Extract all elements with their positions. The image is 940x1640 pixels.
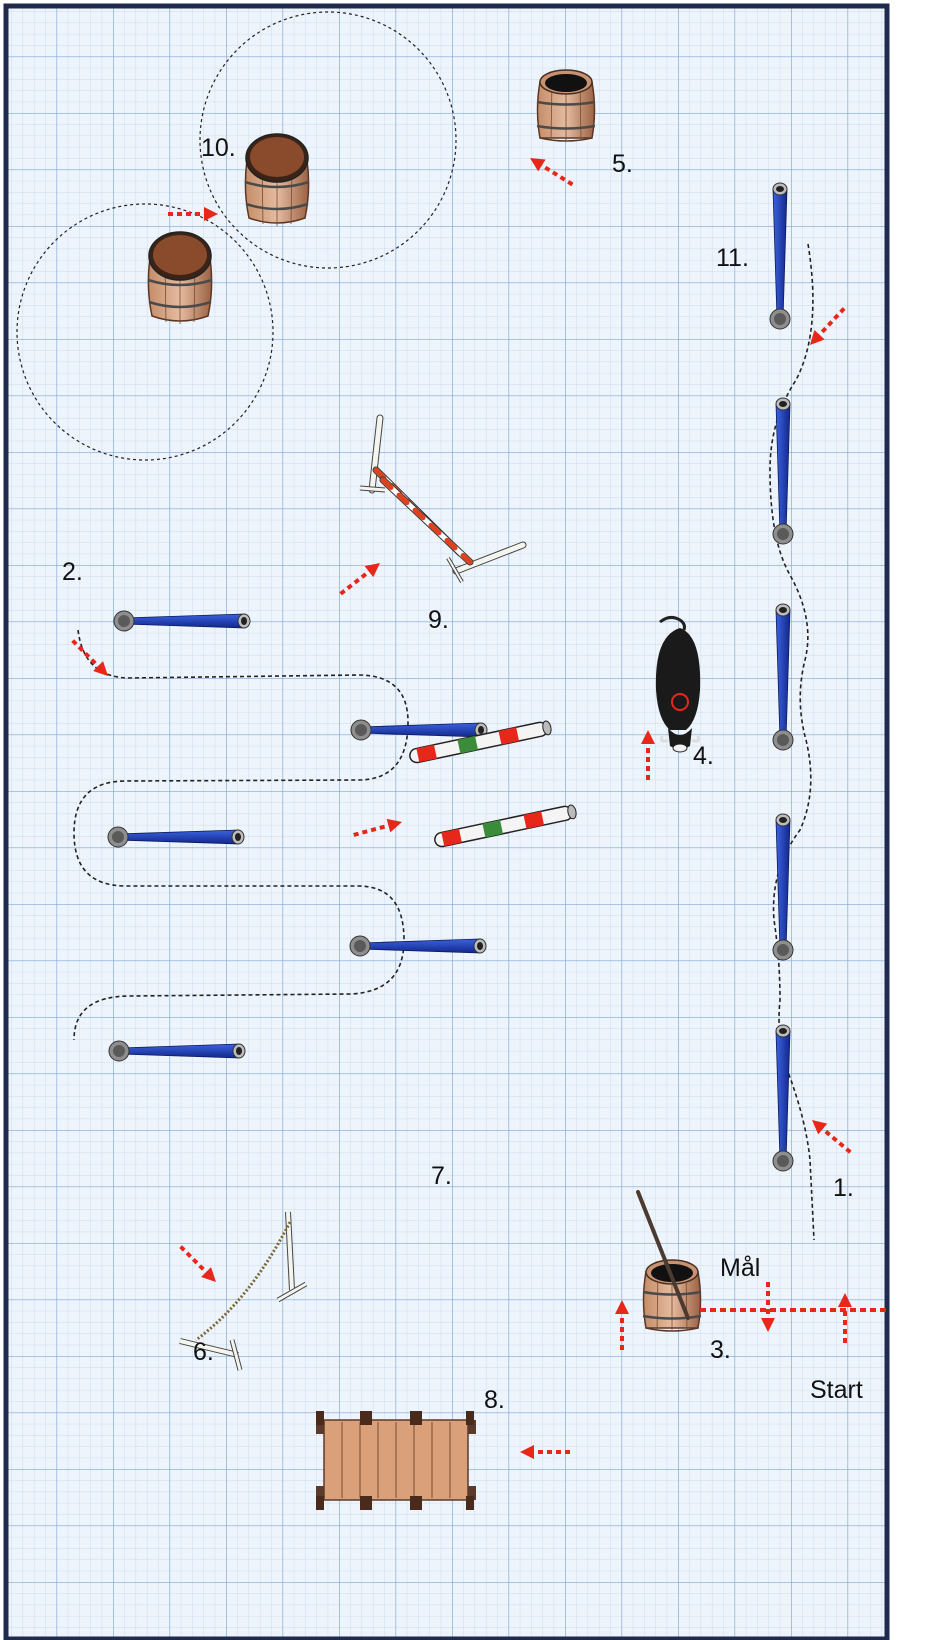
barrel-icon <box>245 134 309 226</box>
obstacle-label-4: 4. <box>693 742 714 770</box>
barrel-icon <box>537 70 595 141</box>
obstacle-label-5: 5. <box>612 150 633 178</box>
obstacle-label-1: 1. <box>833 1174 854 1202</box>
obstacle-label-11: 11. <box>716 244 749 272</box>
course-grid <box>6 6 887 1639</box>
obstacle-label-8: 8. <box>484 1386 505 1414</box>
obstacle-label-10: 10. <box>201 134 236 162</box>
obstacle-label-2: 2. <box>62 558 83 586</box>
obstacle-label-9: 9. <box>428 606 449 634</box>
obstacle-label-7: 7. <box>431 1162 452 1190</box>
barrel-icon <box>148 232 212 324</box>
obstacle-label-3: 3. <box>710 1336 731 1364</box>
bridge-icon <box>316 1411 476 1510</box>
finish-label: Mål <box>720 1254 760 1282</box>
obstacle-label-6: 6. <box>193 1338 214 1366</box>
start-label: Start <box>810 1376 863 1404</box>
